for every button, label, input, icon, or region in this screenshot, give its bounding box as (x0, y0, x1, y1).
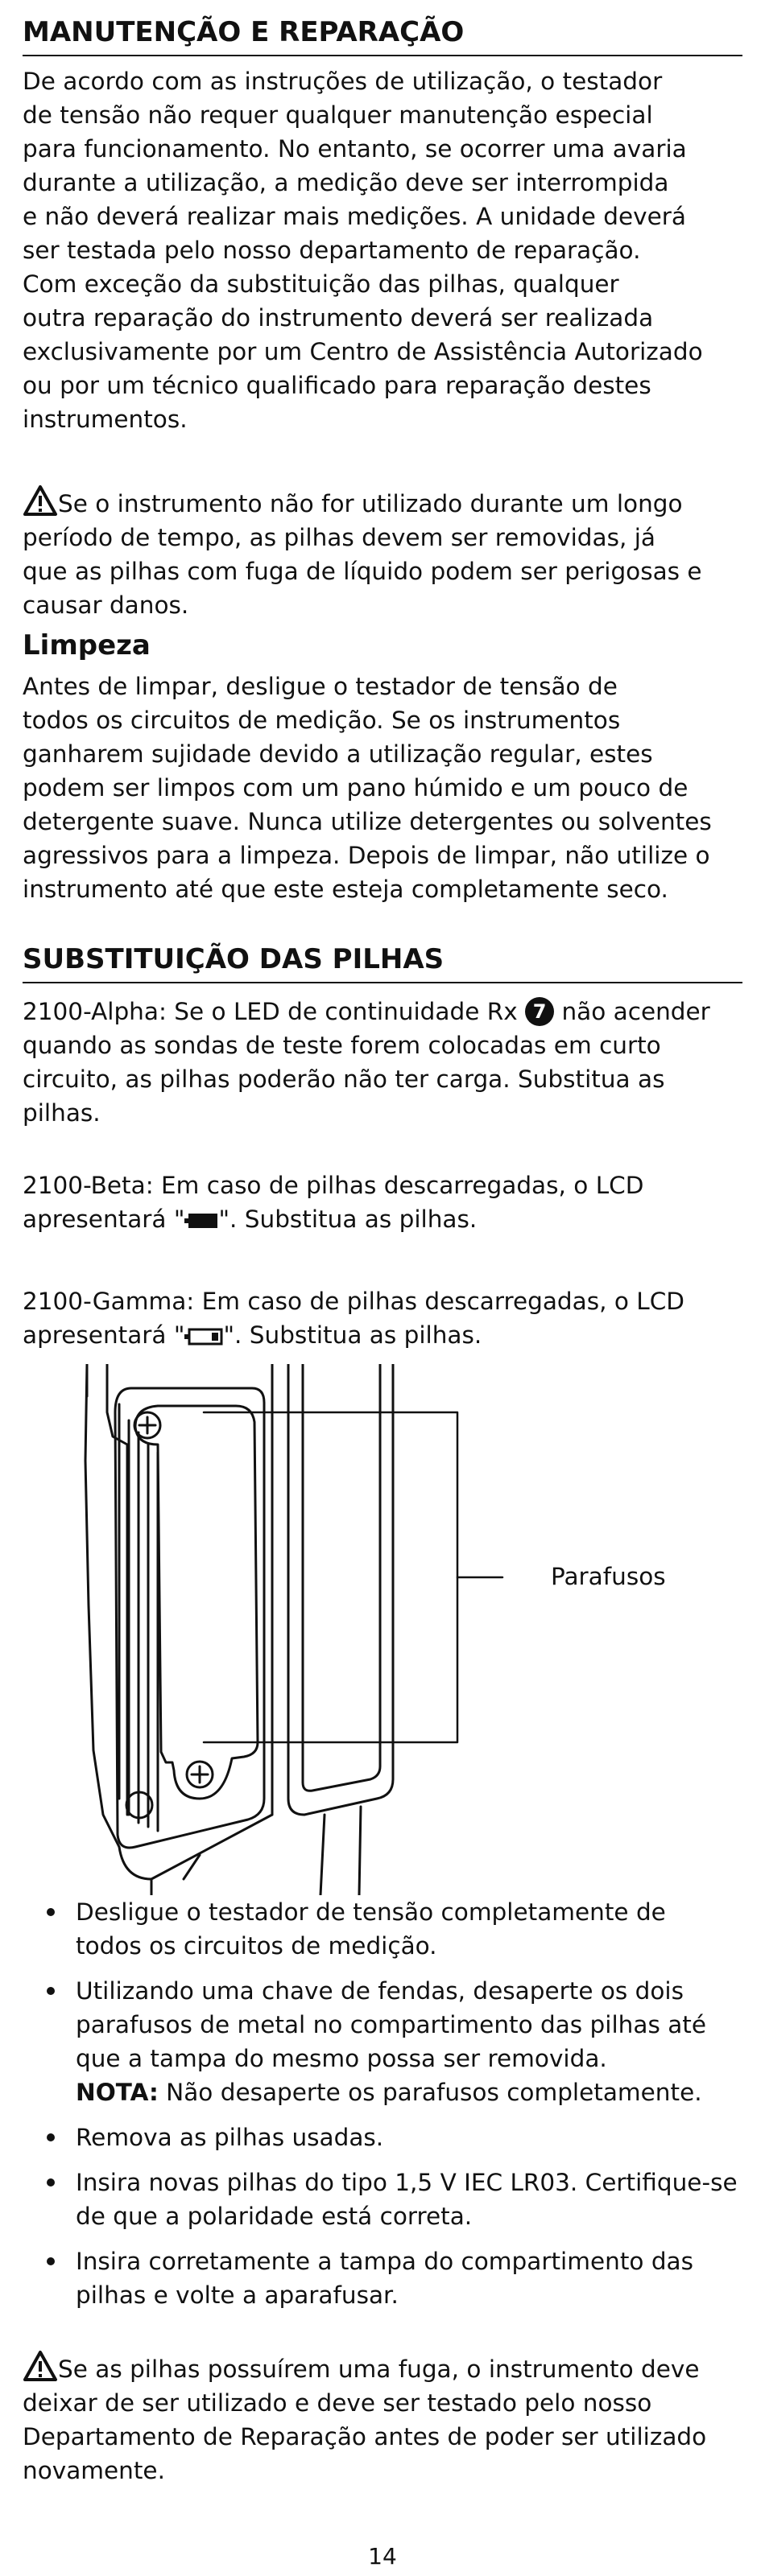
heading-rule (23, 55, 742, 56)
bullet-icon (47, 2133, 55, 2141)
list-item: Remova as pilhas usadas. (23, 2121, 742, 2154)
page-number: 14 (368, 2543, 397, 2570)
battery-steps-list: Desligue o testador de tensão completame… (23, 1895, 742, 2323)
screws-label: Parafusos (551, 1563, 666, 1590)
step-text: Utilizando uma chave de fendas, desapert… (76, 1977, 706, 2072)
cleaning-heading: Limpeza (23, 629, 151, 662)
note-text: Não desaperte os parafusos completamente… (158, 2079, 702, 2106)
beta-text-pre: 2100-Beta: Em caso de pilhas descarregad… (23, 1172, 644, 1233)
list-item: Desligue o testador de tensão completame… (23, 1895, 742, 1963)
battery-empty-icon (184, 1321, 223, 1355)
alpha-paragraph: 2100-Alpha: Se o LED de continuidade Rx … (23, 995, 742, 1130)
maintenance-warning: Se o instrumento não for utilizado duran… (23, 451, 742, 622)
beta-text-post: ". Substitua as pilhas. (218, 1206, 478, 1233)
warning-triangle-icon (23, 2316, 58, 2381)
alpha-text-pre: 2100-Alpha: Se o LED de continuidade Rx (23, 998, 526, 1025)
list-item: Insira novas pilhas do tipo 1,5 V IEC LR… (23, 2166, 742, 2233)
maintenance-warning-text: Se o instrumento não for utilizado duran… (23, 490, 702, 619)
step-text: Insira corretamente a tampa do compartim… (76, 2248, 693, 2309)
note-label: NOTA: (76, 2079, 159, 2106)
step-text: Insira novas pilhas do tipo 1,5 V IEC LR… (76, 2169, 738, 2230)
bullet-icon (47, 1908, 55, 1916)
alpha-text-post: não acender quando as sondas de teste fo… (23, 998, 710, 1127)
battery-warning-text: Se as pilhas possuírem uma fuga, o instr… (23, 2355, 707, 2484)
maintenance-body: De acordo com as instruções de utilizaçã… (23, 64, 742, 436)
heading-rule (23, 982, 742, 983)
gamma-text-post: ". Substitua as pilhas. (223, 1321, 482, 1349)
battery-full-icon (184, 1206, 218, 1239)
cleaning-body: Antes de limpar, desligue o testador de … (23, 670, 742, 906)
bullet-icon (47, 1987, 55, 1995)
battery-compartment-figure: Parafusos (71, 1362, 715, 1897)
list-item: Insira corretamente a tampa do compartim… (23, 2244, 742, 2312)
step-text: Remova as pilhas usadas. (76, 2124, 384, 2151)
battery-compartment-drawing (84, 1362, 504, 1897)
bullet-icon (47, 2178, 55, 2187)
gamma-text-pre: 2100-Gamma: Em caso de pilhas descarrega… (23, 1288, 685, 1349)
cleaning-text: Antes de limpar, desligue o testador de … (23, 673, 712, 903)
gamma-paragraph: 2100-Gamma: Em caso de pilhas descarrega… (23, 1284, 742, 1355)
list-item: Utilizando uma chave de fendas, desapert… (23, 1974, 742, 2109)
step-text: Desligue o testador de tensão completame… (76, 1898, 666, 1960)
battery-warning: Se as pilhas possuírem uma fuga, o instr… (23, 2316, 742, 2487)
led-number-badge: 7 (525, 997, 555, 1026)
warning-triangle-icon (23, 451, 58, 516)
maintenance-heading: MANUTENÇÃO E REPARAÇÃO (23, 16, 465, 48)
maintenance-text: De acordo com as instruções de utilizaçã… (23, 68, 703, 433)
battery-heading: SUBSTITUIÇÃO DAS PILHAS (23, 943, 445, 975)
bullet-icon (47, 2257, 55, 2265)
beta-paragraph: 2100-Beta: Em caso de pilhas descarregad… (23, 1168, 742, 1239)
